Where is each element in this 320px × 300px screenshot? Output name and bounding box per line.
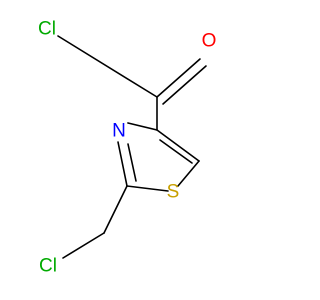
atom-oxygen: O <box>202 31 217 52</box>
bond-c5-sulfur <box>177 160 200 187</box>
atom-nitrogen: N <box>112 121 126 142</box>
atom-labels: Cl O N S Cl <box>38 19 216 277</box>
bond-cl-carbonyl <box>57 35 158 98</box>
bonds <box>57 35 207 259</box>
atom-sulfur: S <box>167 182 180 203</box>
molecule-structure: Cl O N S Cl <box>38 19 216 277</box>
bond-c4-c5-outer <box>156 129 200 162</box>
bond-sulfur-c2 <box>126 185 169 192</box>
bond-nitrogen-c4 <box>127 122 158 131</box>
atom-chlorine-acyl: Cl <box>38 19 56 40</box>
atom-chlorine-methyl: Cl <box>39 256 57 277</box>
bond-c2-nitrogen-1 <box>117 141 128 187</box>
bond-c4-c5-inner <box>159 139 193 164</box>
bond-c2-nitrogen-2 <box>127 143 137 182</box>
bond-carbonyl-oxygen-2 <box>162 65 207 105</box>
bond-c2-methylene <box>103 185 128 234</box>
bond-carbonyl-oxygen-1 <box>156 58 201 98</box>
bond-methylene-cl <box>62 232 105 259</box>
